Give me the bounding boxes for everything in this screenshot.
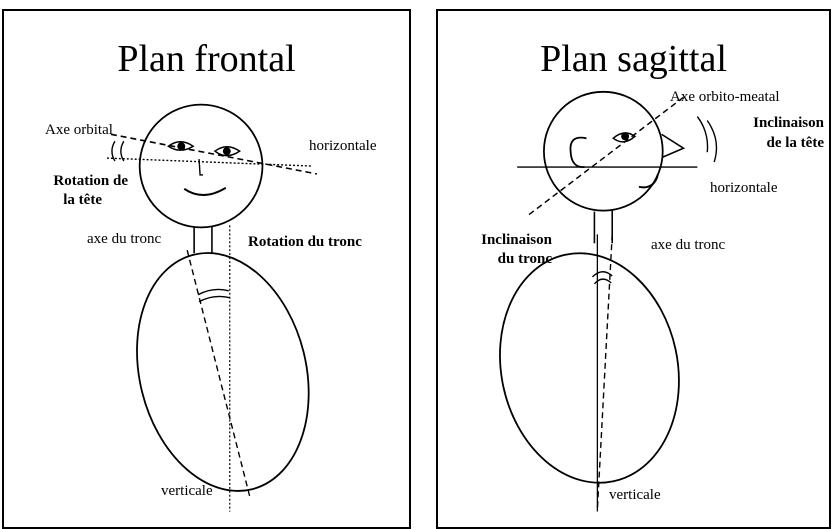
left-eye xyxy=(167,141,195,151)
label-horizontale: horizontale xyxy=(710,180,778,196)
label-axe-orbital: Axe orbital xyxy=(45,122,113,138)
trunk-ellipse xyxy=(499,252,680,484)
label-rotation-du-tronc: Rotation du tronc xyxy=(248,234,362,250)
right-eye xyxy=(213,145,241,157)
label-axe-du-tronc: axe du tronc xyxy=(87,231,162,247)
label-axe-du-tronc: axe du tronc xyxy=(651,237,726,253)
sagittal-title: Plan sagittal xyxy=(540,38,727,80)
mouth xyxy=(638,174,659,189)
head-inclination-arc xyxy=(706,120,718,163)
horizontal-line xyxy=(106,157,311,167)
nose xyxy=(661,133,686,158)
trunk-ellipse xyxy=(136,252,310,492)
trunk-axis-line xyxy=(596,234,613,510)
mouth xyxy=(183,186,227,196)
head-rotation-arc xyxy=(120,140,125,162)
label-axe-orbito-meatal: Axe orbito-meatal xyxy=(670,89,780,105)
head-inclination-arc xyxy=(696,116,709,153)
trunk-inclination-arc xyxy=(593,278,612,285)
label-horizontale: horizontale xyxy=(309,138,377,154)
head-rotation-arc xyxy=(111,140,116,162)
trunk-axis-line xyxy=(186,250,252,500)
label-inclinaison-tete-line1: Inclinaison xyxy=(753,115,824,131)
head-circle xyxy=(543,90,664,212)
orbito-meatal-axis-line xyxy=(528,95,686,216)
frontal-plane-panel: Plan frontal Axe orbital horizontale Rot… xyxy=(2,9,411,529)
trunk-inclination-arc xyxy=(591,271,613,278)
trunk-rotation-arc xyxy=(197,288,229,296)
pupil xyxy=(621,132,630,141)
nose xyxy=(198,159,204,176)
label-rotation-tete-line1: Rotation de xyxy=(53,173,128,189)
frontal-title: Plan frontal xyxy=(117,38,296,80)
sagittal-figure xyxy=(499,90,718,512)
label-inclinaison-tronc-line1: Inclinaison xyxy=(481,232,552,248)
label-verticale: verticale xyxy=(161,483,213,499)
eye xyxy=(612,132,637,143)
frontal-figure xyxy=(106,103,318,512)
label-rotation-tete-line2: la tête xyxy=(63,192,102,208)
right-pupil xyxy=(222,147,231,156)
sagittal-plane-panel: Plan sagittal Axe orbito-meatal Inclinai… xyxy=(436,9,831,529)
label-inclinaison-tete-line2: de la tête xyxy=(766,135,824,151)
ear xyxy=(569,136,587,168)
head-circle xyxy=(138,103,264,229)
label-verticale: verticale xyxy=(609,487,661,503)
label-inclinaison-tronc-line2: du tronc xyxy=(497,251,552,267)
trunk-rotation-arc xyxy=(198,295,230,303)
orbital-axis-line xyxy=(110,133,318,175)
